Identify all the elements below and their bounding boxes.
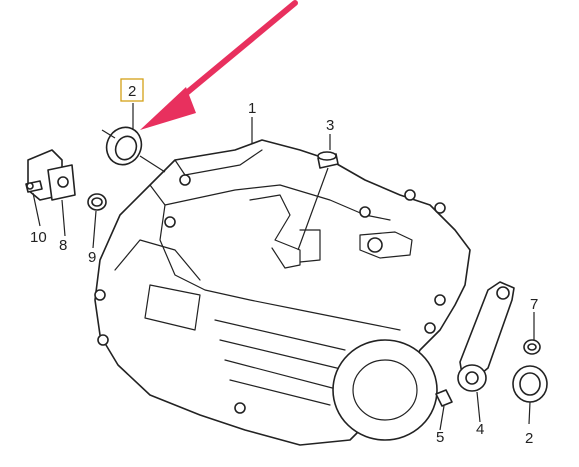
part-8-flange-sensor [27, 149, 76, 201]
callout-4: 4 [476, 421, 484, 438]
part-5-pin [435, 389, 453, 407]
part-4-release-arm [457, 281, 515, 392]
pointer-arrow [140, 0, 298, 130]
part-7-bushing [523, 339, 541, 355]
callout-10: 10 [30, 229, 47, 246]
callout-7: 7 [530, 296, 538, 313]
part-2-seal-bottom [512, 365, 548, 403]
callout-2-bottom: 2 [525, 430, 533, 447]
gearbox-housing [94, 139, 471, 446]
callout-9: 9 [88, 249, 96, 266]
callout-3: 3 [326, 117, 334, 134]
part-10-bolt [25, 180, 43, 193]
callout-highlight-box [120, 78, 144, 102]
part-9-small-seal [87, 193, 107, 211]
part-2-seal-top [105, 126, 143, 166]
callout-8: 8 [59, 237, 67, 254]
callout-2-top: 2 [128, 83, 136, 100]
callout-1: 1 [248, 100, 256, 117]
part-3-breather [317, 151, 339, 169]
callout-5: 5 [436, 429, 444, 446]
leader-lines [32, 103, 535, 431]
